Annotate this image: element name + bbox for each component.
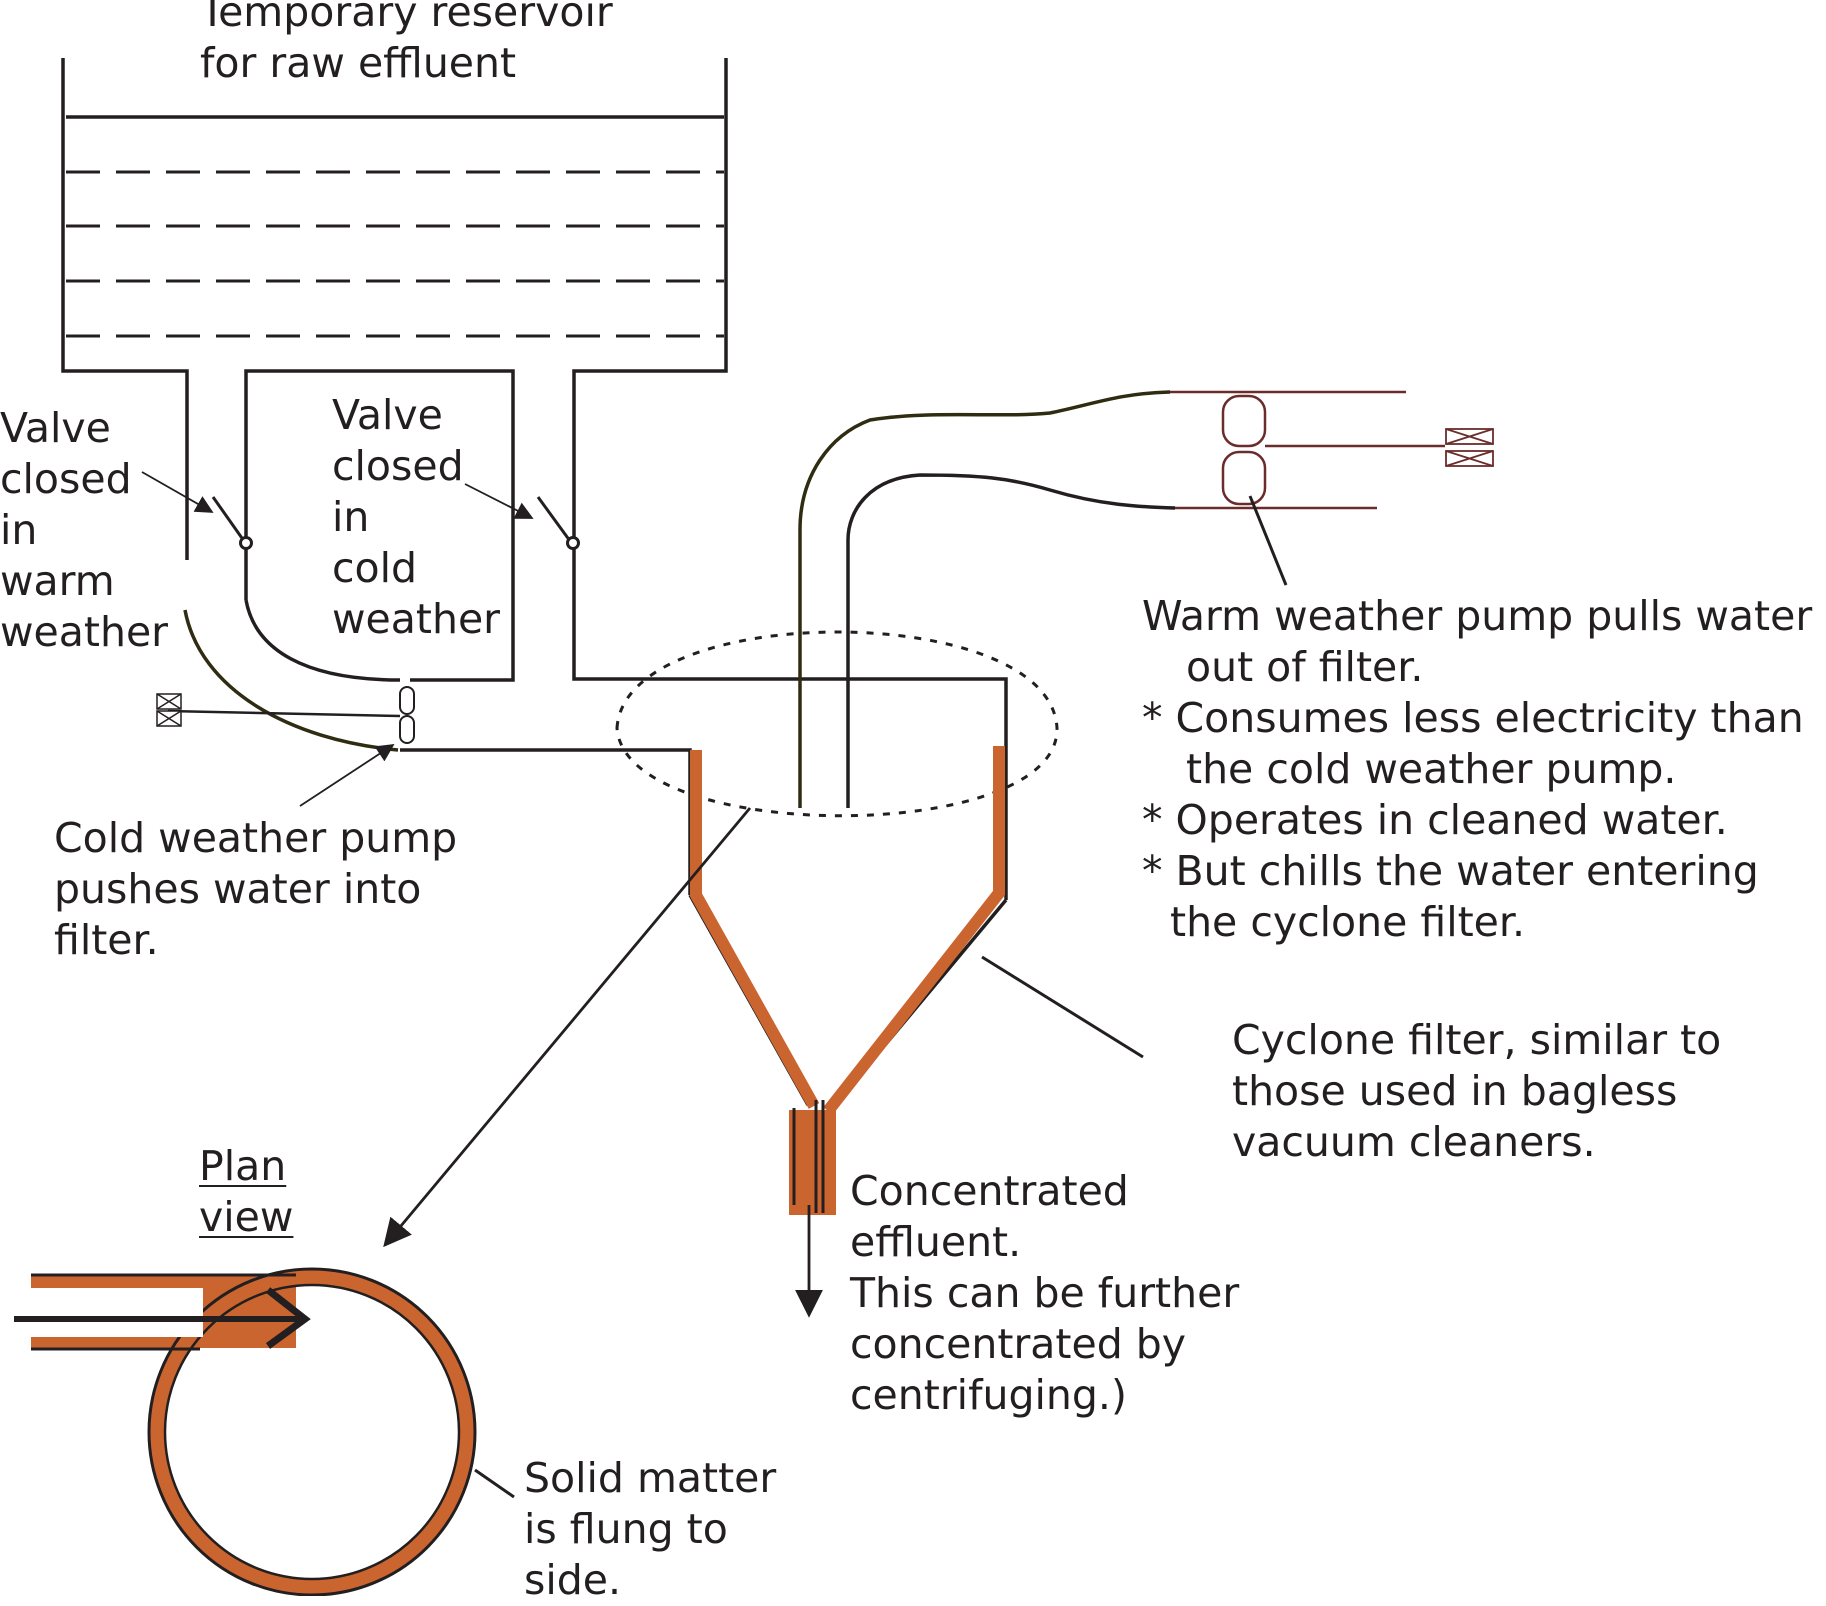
cyclone-filter-leader xyxy=(981,955,1144,1059)
valve-warm-label: Valve closed in warm weather xyxy=(0,404,169,656)
warm-pump-motor-icon xyxy=(1445,428,1494,467)
reservoir-label: Temporary reservoir for raw effluent xyxy=(200,0,613,87)
filter-top-view-ellipse xyxy=(615,630,1059,818)
cold-pump-label: Cold weather pump pushes water into filt… xyxy=(54,814,458,964)
cold-pump-motor-icon xyxy=(156,693,182,727)
reservoir-water-levels xyxy=(66,170,724,338)
warm-pump-pipes xyxy=(798,390,1176,808)
valve-cold-weather xyxy=(536,496,580,550)
cyclone-filter-wall xyxy=(690,746,1005,1115)
cyclone-filter-inner-outline xyxy=(688,894,1008,1107)
warm-pump-leader xyxy=(1248,495,1288,586)
valve-cold-label: Valve closed in cold weather xyxy=(332,391,501,643)
cold-pump-leader xyxy=(299,744,395,807)
cold-pump-drive-shaft xyxy=(167,709,401,718)
warm-pump-label: Warm weather pump pulls water out of fil… xyxy=(1142,592,1813,946)
plan-view-cyclone xyxy=(14,1267,477,1596)
filter-outlet-nozzle xyxy=(789,1100,836,1215)
solid-matter-leader xyxy=(474,1468,515,1499)
cyclone-filter-label: Cyclone filter, similar to those used in… xyxy=(1232,1016,1722,1166)
reservoir-tank xyxy=(61,58,1008,900)
valve-warm-leader xyxy=(141,471,214,513)
solid-matter-label: Solid matter is flung to side. xyxy=(524,1454,777,1604)
warm-pump xyxy=(1170,390,1445,510)
concentrated-effluent-label: Concentrated effluent. This can be furth… xyxy=(850,1167,1240,1419)
cold-pump xyxy=(399,686,415,744)
plan-view-label: Plan view xyxy=(199,1142,294,1241)
valve-cold-leader xyxy=(464,483,534,519)
plan-view-pointer-arrow xyxy=(383,807,752,1248)
valve-warm-weather xyxy=(211,496,253,550)
